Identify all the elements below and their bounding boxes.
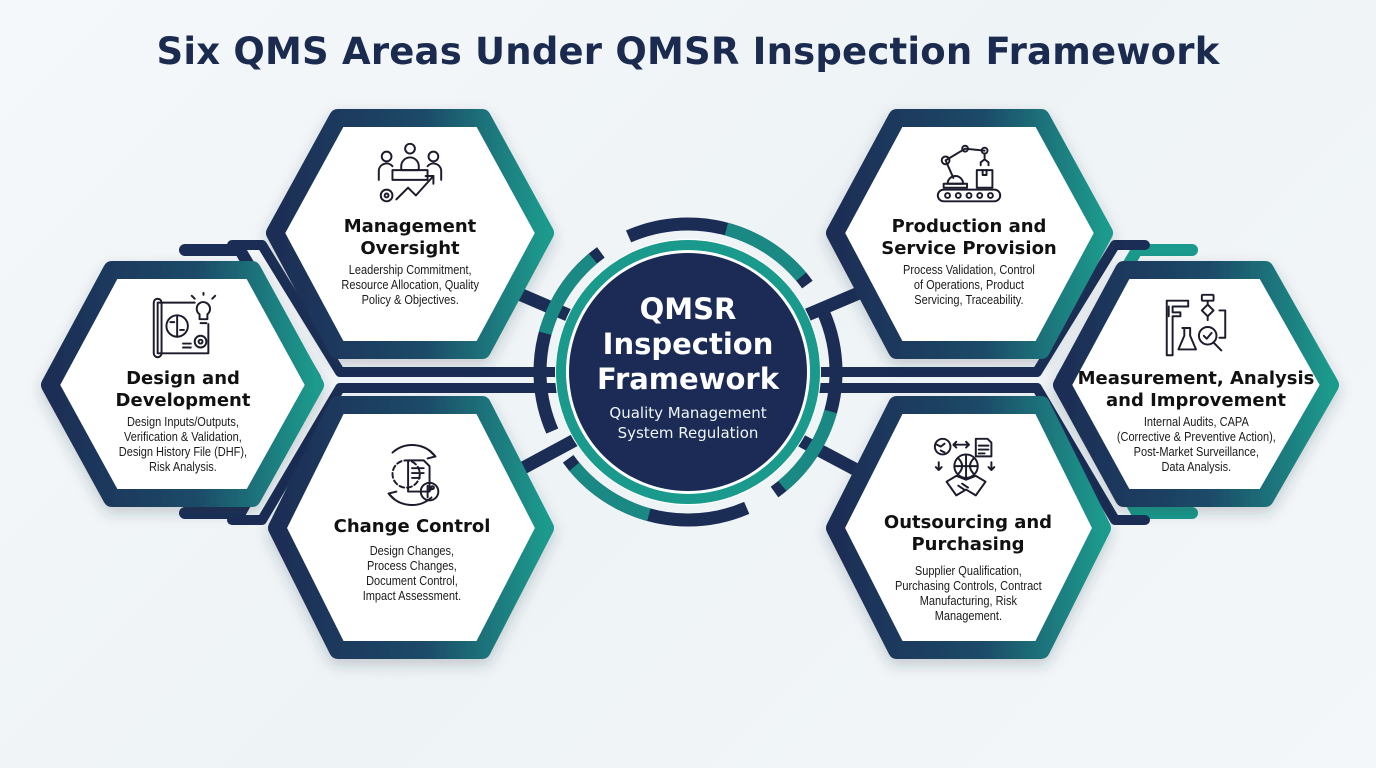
area-title-line1: Design and bbox=[126, 368, 240, 389]
desc-line: of Operations, Product bbox=[913, 278, 1025, 292]
desc-line: Design Changes, bbox=[369, 544, 455, 558]
desc-line: Design Inputs/Outputs, bbox=[127, 415, 239, 429]
hex-outsourcing-purchasing bbox=[826, 396, 1111, 659]
center-title-line2: Inspection bbox=[602, 327, 774, 361]
connector-right bbox=[811, 240, 1150, 525]
area-description: Design Changes, Process Changes, Documen… bbox=[363, 544, 461, 604]
globe-handshake-icon bbox=[933, 437, 996, 497]
center-subtitle-line1: Quality Management bbox=[609, 404, 767, 422]
area-description: Leadership Commitment, Resource Allocati… bbox=[341, 263, 479, 308]
hex-change-control bbox=[268, 396, 554, 659]
desc-line: Data Analysis. bbox=[1161, 460, 1231, 474]
desc-line: Document Control, bbox=[366, 574, 458, 588]
page-title: Six QMS Areas Under QMSR Inspection Fram… bbox=[156, 30, 1220, 73]
desc-line: Process Changes, bbox=[367, 559, 457, 573]
center-hub-label: QMSR Inspection Framework Quality Manage… bbox=[568, 292, 808, 443]
area-management-oversight: Management Oversight Leadership Commitme… bbox=[300, 140, 520, 308]
area-title-line2: Purchasing bbox=[911, 534, 1025, 555]
robot-arm-conveyor-icon bbox=[936, 144, 1002, 203]
area-change-control: Change Control Design Changes, Process C… bbox=[302, 440, 522, 604]
area-description: Supplier Qualification, Purchasing Contr… bbox=[895, 564, 1042, 624]
desc-line: Manufacturing, Risk bbox=[919, 594, 1017, 608]
area-production-service: Production and Service Provision Process… bbox=[859, 140, 1079, 308]
desc-line: Verification & Validation, bbox=[124, 430, 242, 444]
hex-production-service bbox=[826, 109, 1113, 359]
desc-line: Purchasing Controls, Contract bbox=[894, 579, 1042, 593]
area-title-line1: Outsourcing and bbox=[883, 512, 1053, 533]
area-title-line1: Production and bbox=[891, 216, 1047, 237]
area-title-line1: Management bbox=[343, 216, 477, 237]
hex-management-oversight bbox=[266, 109, 554, 359]
desc-line: Post-Market Surveillance, bbox=[1133, 445, 1259, 459]
area-measurement-analysis: Measurement, Analysis and Improvement In… bbox=[1076, 292, 1316, 475]
area-title-line2: Development bbox=[115, 390, 251, 411]
center-title-line3: Framework bbox=[596, 362, 779, 396]
desc-line: Risk Analysis. bbox=[149, 460, 217, 474]
desc-line: Resource Allocation, Quality bbox=[341, 278, 479, 292]
area-design-development: Design and Development Design Inputs/Out… bbox=[73, 292, 293, 475]
area-title-line1: Change Control bbox=[333, 516, 491, 537]
desc-line: Internal Audits, CAPA bbox=[1143, 415, 1249, 429]
blueprint-brain-bulb-icon bbox=[152, 292, 217, 359]
area-outsourcing-purchasing: Outsourcing and Purchasing Supplier Qual… bbox=[858, 436, 1078, 624]
desc-line: Process Validation, Control bbox=[903, 263, 1035, 277]
area-title-line1: Measurement, Analysis bbox=[1077, 368, 1315, 389]
desc-line: Policy & Objectives. bbox=[361, 293, 459, 307]
hex-design-development bbox=[41, 261, 324, 507]
caliper-flask-magnifier-icon bbox=[1165, 293, 1227, 357]
desc-line: Impact Assessment. bbox=[362, 589, 462, 603]
desc-line: Design History File (DHF), bbox=[118, 445, 248, 459]
hex-measurement-analysis bbox=[1053, 261, 1339, 507]
area-title-line2: Service Provision bbox=[881, 238, 1057, 259]
desc-line: Leadership Commitment, bbox=[348, 263, 472, 277]
area-description: Design Inputs/Outputs, Verification & Va… bbox=[119, 415, 247, 475]
center-hub bbox=[533, 217, 843, 527]
desc-line: Supplier Qualification, bbox=[914, 564, 1022, 578]
center-title-line1: QMSR bbox=[639, 292, 737, 326]
area-description: Internal Audits, CAPA (Corrective & Prev… bbox=[1117, 415, 1276, 475]
area-title-line2: Oversight bbox=[360, 238, 460, 259]
meeting-growth-icon bbox=[377, 142, 443, 203]
desc-line: Servicing, Traceability. bbox=[914, 293, 1024, 307]
desc-line: (Corrective & Preventive Action), bbox=[1116, 430, 1276, 444]
area-description: Process Validation, Control of Operation… bbox=[903, 263, 1035, 308]
desc-line: Management. bbox=[934, 609, 1002, 623]
connector-left bbox=[227, 240, 565, 525]
gear-document-branch-icon bbox=[387, 444, 440, 506]
center-subtitle-line2: System Regulation bbox=[617, 424, 759, 442]
area-title-line2: and Improvement bbox=[1105, 390, 1287, 411]
